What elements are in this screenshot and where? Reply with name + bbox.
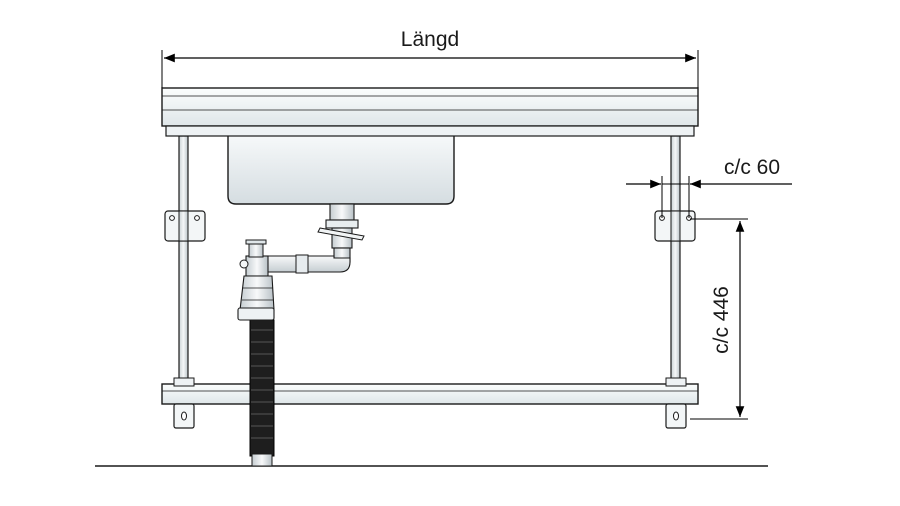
right-leg (670, 135, 681, 387)
length-dimension: Längd (161, 28, 699, 88)
vertical-spacing-dimension: c/c 446 (690, 218, 748, 420)
left-wall-bracket (164, 210, 206, 242)
countertop (161, 87, 699, 137)
bracket-spacing-dimension: c/c 60 (626, 156, 792, 218)
left-leg (178, 135, 189, 387)
lower-shelf (161, 383, 699, 405)
right-foot (665, 377, 687, 429)
left-foot (173, 377, 195, 429)
vertical-spacing-label: c/c 446 (710, 286, 733, 354)
drain-hose (249, 319, 275, 467)
sink-bowl (227, 133, 455, 205)
bracket-spacing-label: c/c 60 (724, 156, 780, 179)
length-label: Längd (401, 28, 459, 51)
drain-trap (237, 203, 365, 321)
